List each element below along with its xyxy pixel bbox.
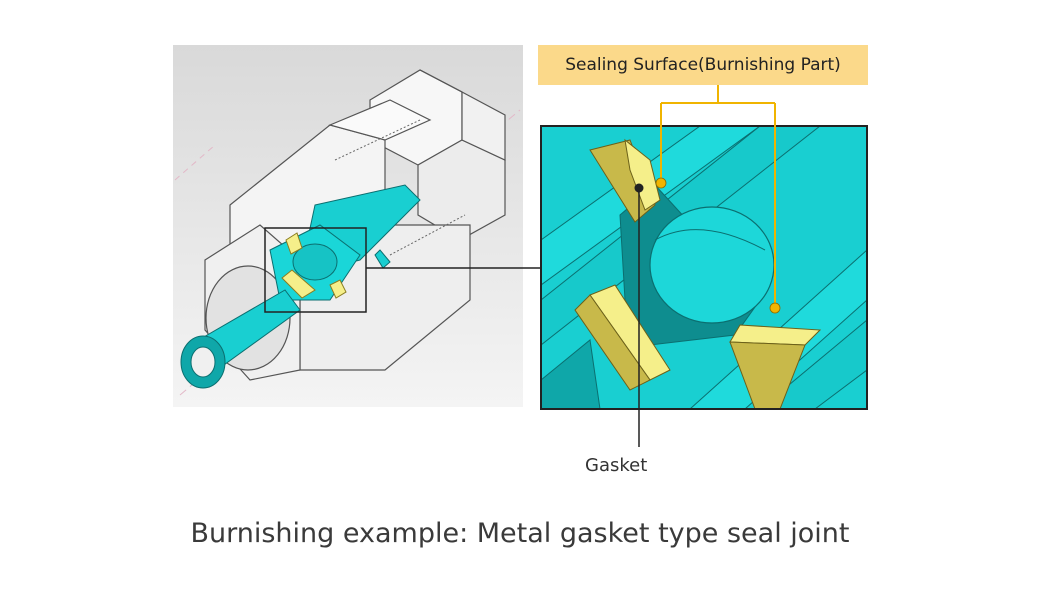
figure-caption: Burnishing example: Metal gasket type se… [190,518,850,549]
gasket-label: Gasket [585,455,648,476]
marker-dot-gasket [634,183,644,193]
gasket-sphere [649,206,775,324]
sealing-surface-callout [655,85,781,314]
marker-dot-upper [655,177,667,189]
zoom-detail [540,125,868,410]
cutaway-render [173,45,523,407]
zoom-frame [540,125,868,410]
gasket-callout [634,183,644,447]
gasket-render [281,232,347,299]
centerline-short [174,144,216,181]
zoom-source-box [264,227,367,313]
marker-dot-lower [769,302,781,314]
sealing-surface-label: Sealing Surface(Burnishing Part) [538,45,868,85]
